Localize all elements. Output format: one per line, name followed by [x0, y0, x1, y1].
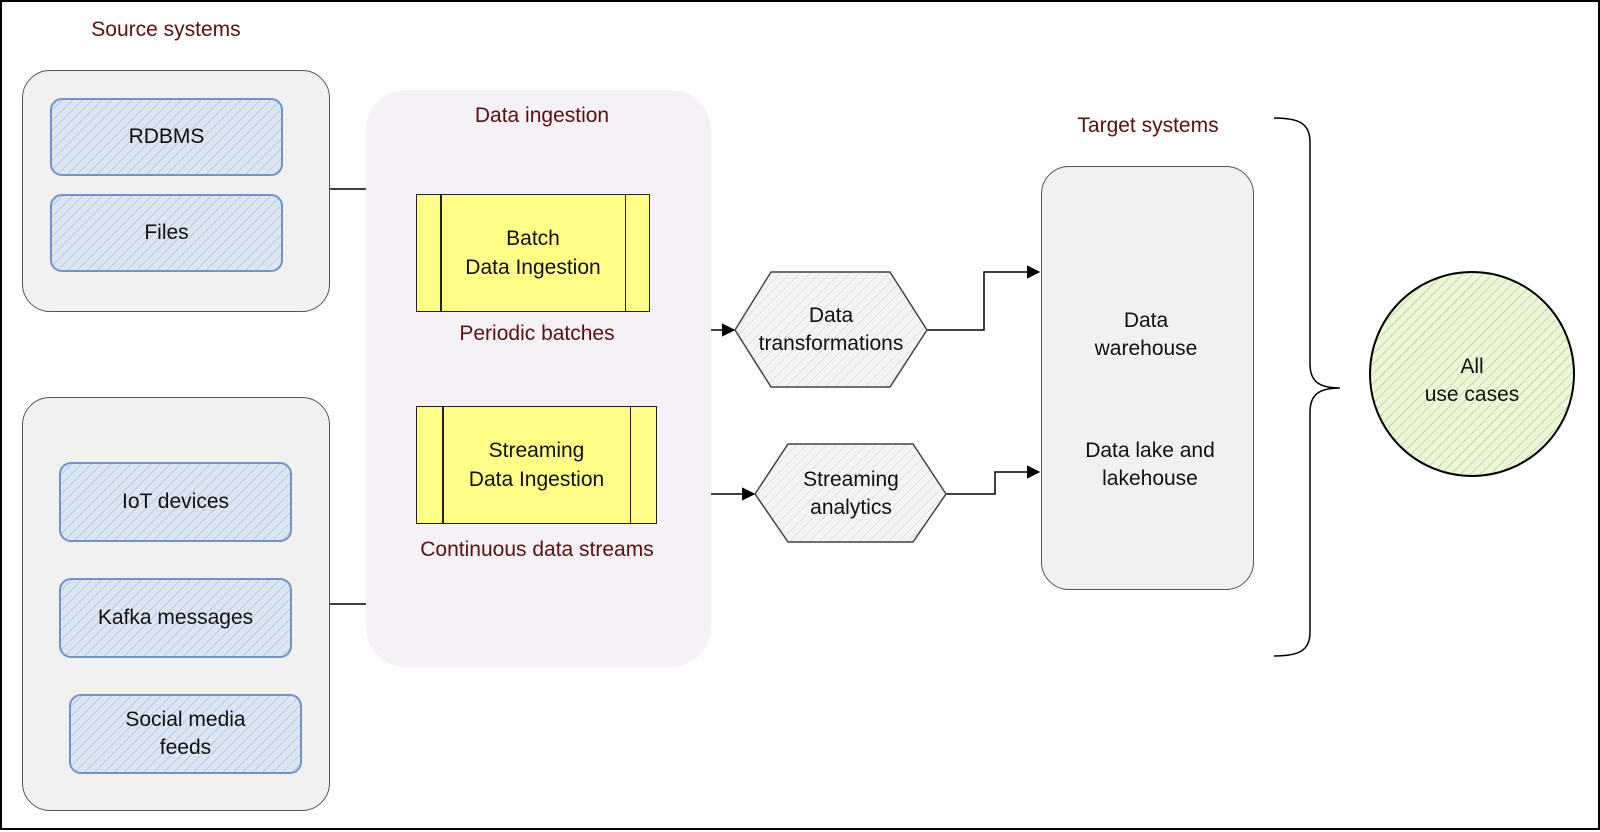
batch-ingestion-box[interactable]: Batch Data Ingestion: [416, 194, 650, 312]
batch-caption: Periodic batches: [459, 322, 615, 345]
streaming-analytics-hexagon[interactable]: [754, 443, 947, 543]
transformations-hexagon[interactable]: [734, 271, 928, 388]
source-iot-devices[interactable]: IoT devices: [59, 462, 292, 542]
data-ingestion-group: [366, 90, 711, 667]
connector-transformations-to-targets: [927, 265, 1041, 331]
source-social-line-2: feeds: [159, 736, 212, 759]
connector-analytics-to-targets: [946, 465, 1041, 495]
streaming-analytics-label: Streaming analytics: [803, 468, 899, 519]
use-cases-circle[interactable]: [1369, 271, 1575, 477]
batch-ingestion-line-2: Data Ingestion: [465, 256, 601, 279]
streaming-caption: Continuous data streams: [420, 538, 654, 561]
data-lake-label: Data lake and lakehouse: [1085, 439, 1215, 490]
source-systems-title: Source systems: [91, 18, 241, 41]
target-systems-group: [1041, 166, 1254, 590]
streaming-ingestion-box[interactable]: Streaming Data Ingestion: [416, 406, 657, 524]
source-social-line-1: Social media: [125, 708, 246, 731]
streaming-ingestion-line-1: Streaming: [488, 439, 585, 462]
source-social-media-feeds[interactable]: Social media feeds: [69, 694, 302, 774]
source-files[interactable]: Files: [50, 194, 283, 272]
data-warehouse-label: Data warehouse: [1094, 309, 1198, 360]
source-rdbms[interactable]: RDBMS: [50, 98, 283, 176]
data-ingestion-title: Data ingestion: [474, 104, 610, 127]
target-systems-title: Target systems: [1077, 114, 1219, 137]
use-cases-label: All use cases: [1424, 355, 1520, 406]
batch-ingestion-line-1: Batch: [506, 227, 560, 250]
streaming-ingestion-line-2: Data Ingestion: [468, 468, 605, 491]
curly-brace: [1273, 117, 1341, 657]
transformations-label: Data transformations: [758, 304, 904, 355]
source-kafka-messages[interactable]: Kafka messages: [59, 578, 292, 658]
